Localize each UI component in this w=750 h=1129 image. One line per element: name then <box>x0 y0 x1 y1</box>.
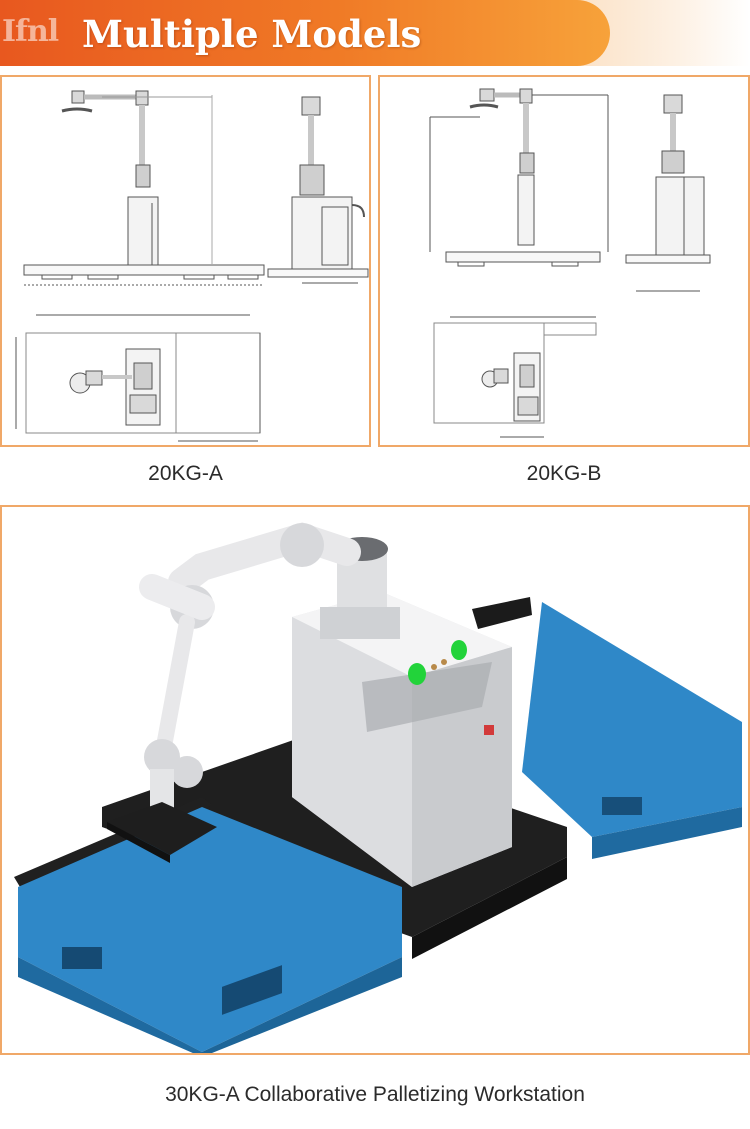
workstation-render-panel <box>0 505 750 1055</box>
drawing-panel-20kg-a <box>0 75 371 447</box>
model-caption-20kg-a: 20KG-A <box>148 462 223 485</box>
indicator-light-icon <box>451 640 467 660</box>
stop-button-icon <box>484 725 494 735</box>
technical-drawing-20kg-a <box>15 90 369 442</box>
page-title: Multiple Models <box>82 12 422 56</box>
section-banner: Ifnl Multiple Models <box>0 0 610 66</box>
drawing-panel-20kg-b <box>378 75 750 447</box>
model-caption-20kg-b: 20KG-B <box>526 462 602 485</box>
palletizing-workstation-image <box>14 522 742 1053</box>
technical-drawing-20kg-b <box>429 88 711 438</box>
workstation-caption: 30KG-A Collaborative Palletizing Worksta… <box>165 1083 585 1106</box>
banner-prefix: Ifnl <box>2 14 59 49</box>
indicator-light-icon <box>408 663 426 685</box>
